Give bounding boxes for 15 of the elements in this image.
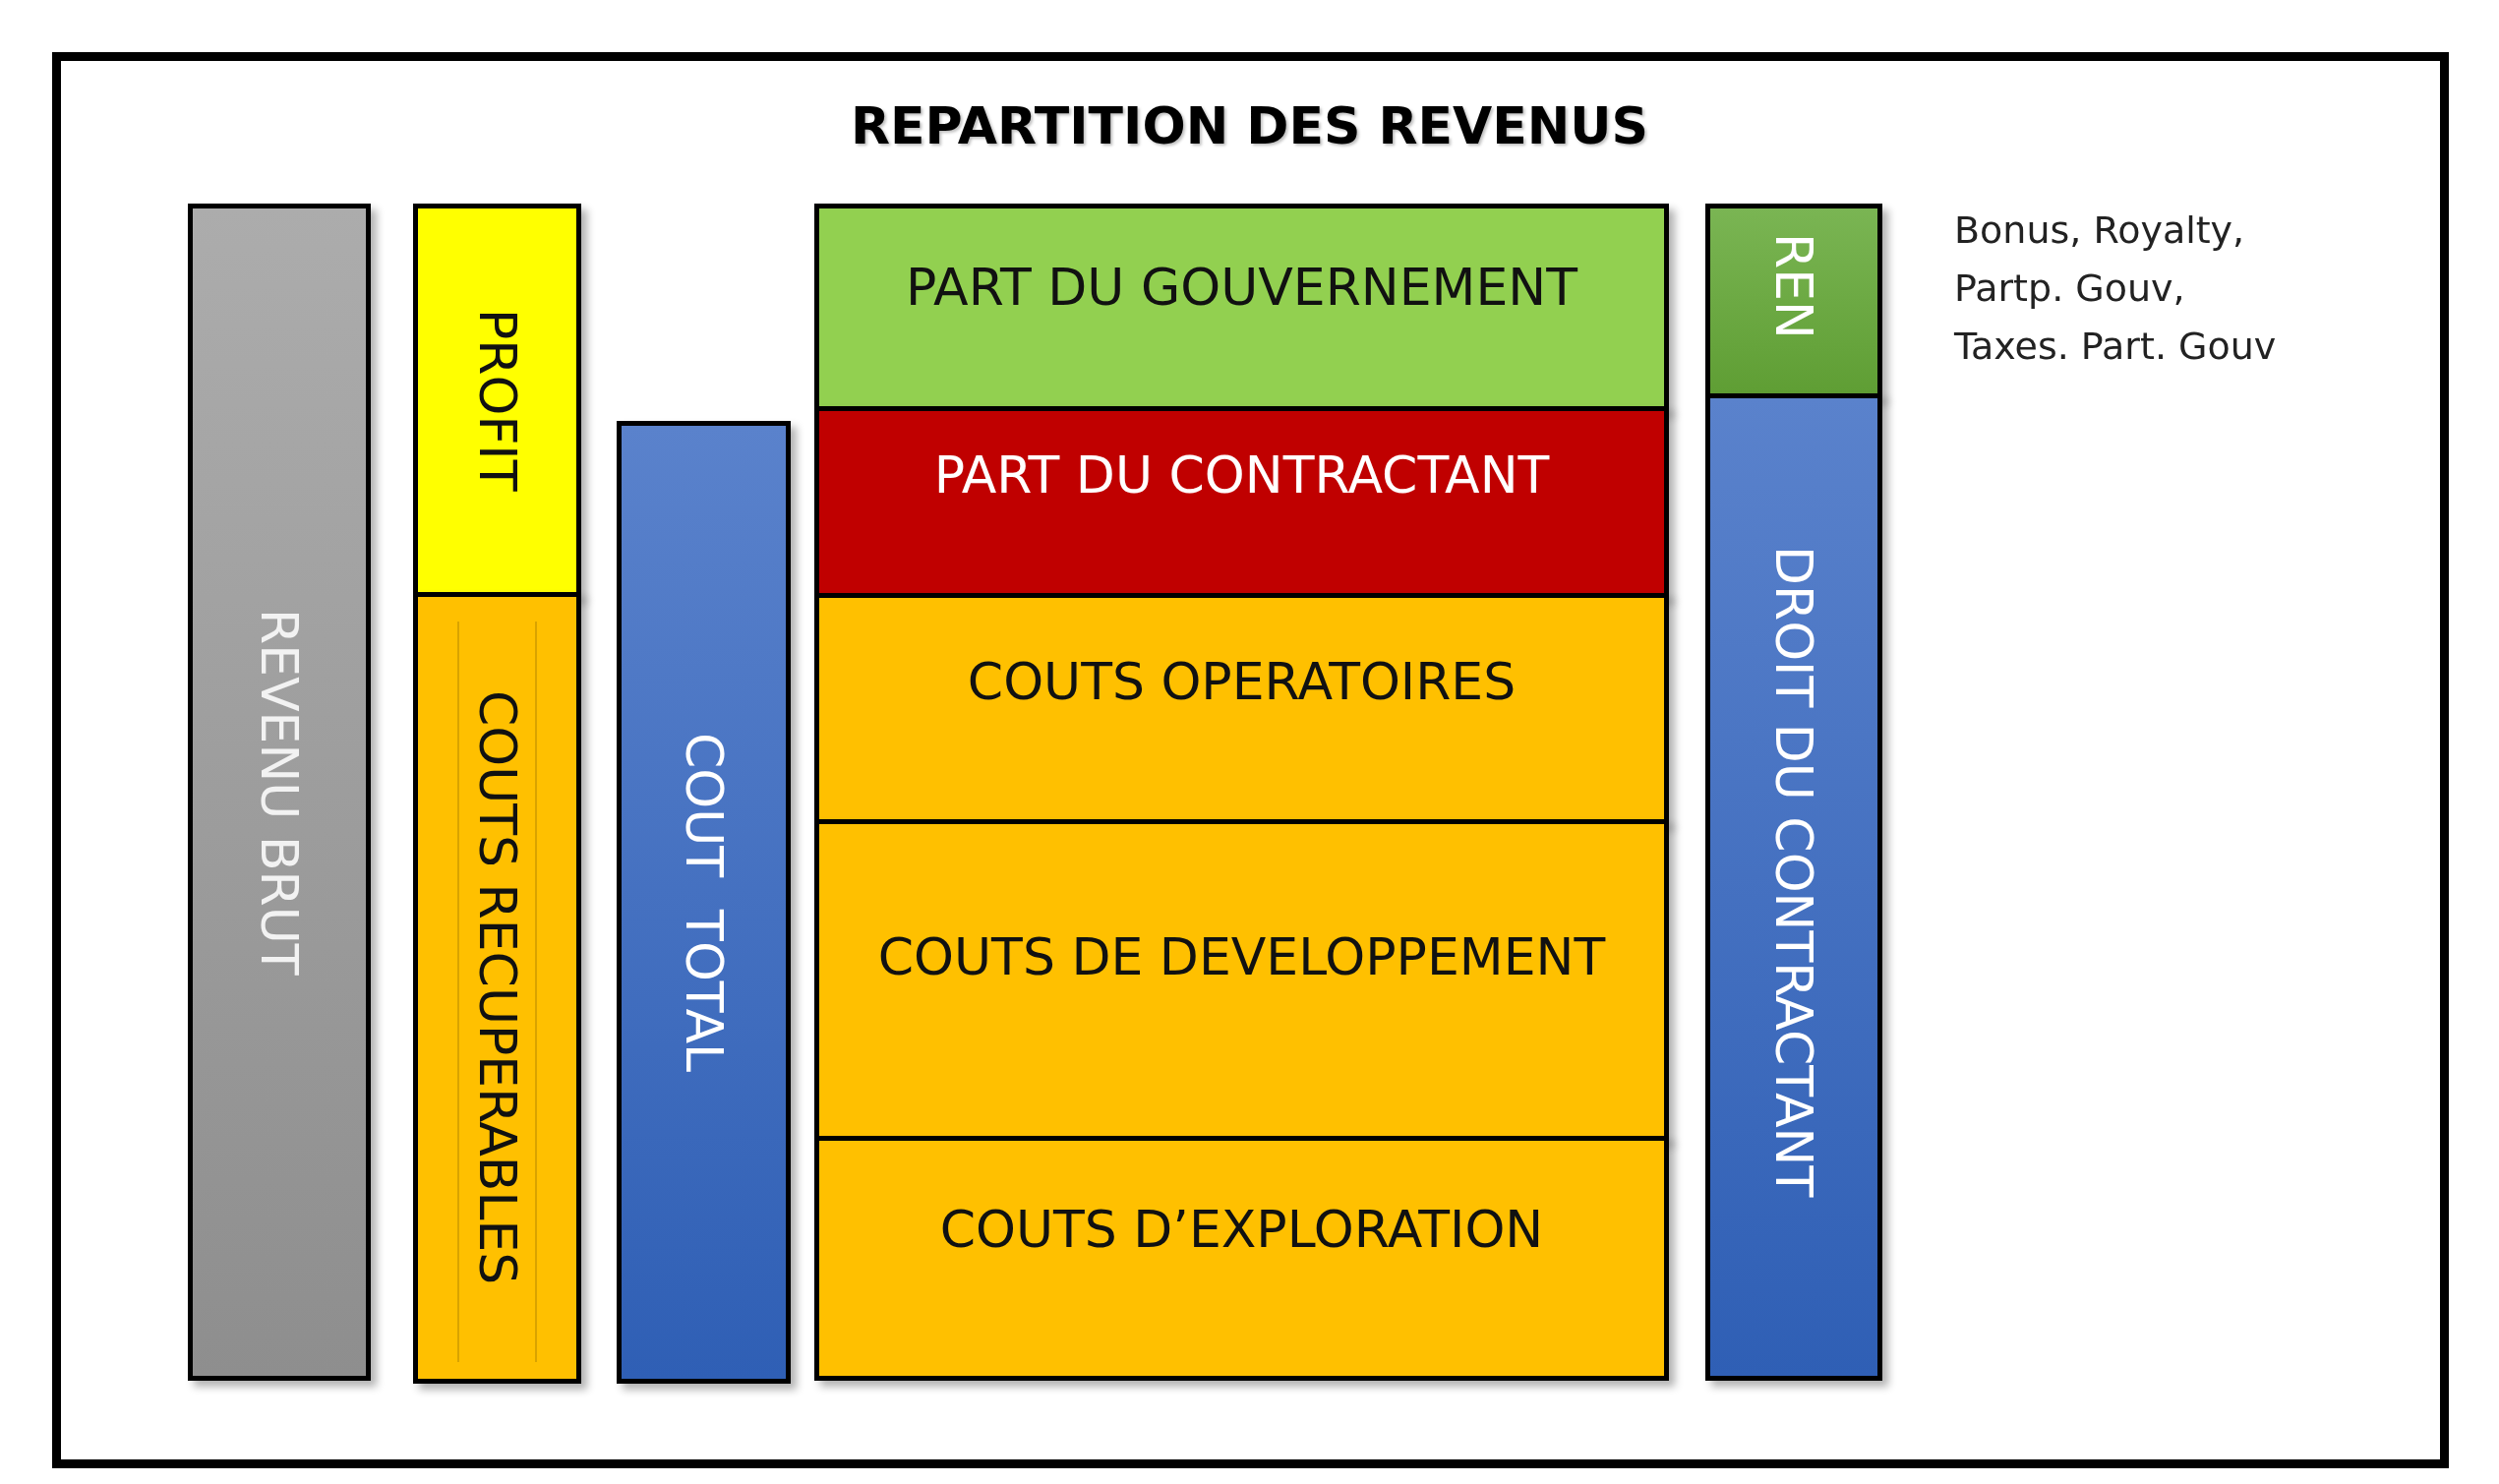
bar-label: PART DU GOUVERNEMENT xyxy=(906,258,1577,317)
bar-label: PROFIT xyxy=(467,309,527,492)
bar-label: REN xyxy=(1764,233,1823,339)
bar-label: COUT TOTAL xyxy=(674,732,734,1073)
bar-label: COUTS DE DEVELOPPEMENT xyxy=(877,927,1606,986)
total-cost-bar xyxy=(617,421,791,1384)
note-text: Bonus, Royalty, Partp. Gouv, Taxes. Part. Gouv xyxy=(1954,208,2278,370)
bar-label: COUTS OPERATOIRES xyxy=(967,652,1517,711)
bar-label: PART DU CONTRACTANT xyxy=(933,445,1550,505)
bar-label: COUTS D’EXPLORATION xyxy=(939,1200,1544,1259)
bar-label: COUTS RECUPERABLES xyxy=(467,690,527,1285)
bar-label: DROIT DU CONTRACTANT xyxy=(1764,546,1823,1198)
diagram-title: REPARTITION DES REVENUS xyxy=(849,96,1650,155)
bar-label: REVENU BRUT xyxy=(250,609,309,976)
revenue-bar xyxy=(188,204,371,1381)
